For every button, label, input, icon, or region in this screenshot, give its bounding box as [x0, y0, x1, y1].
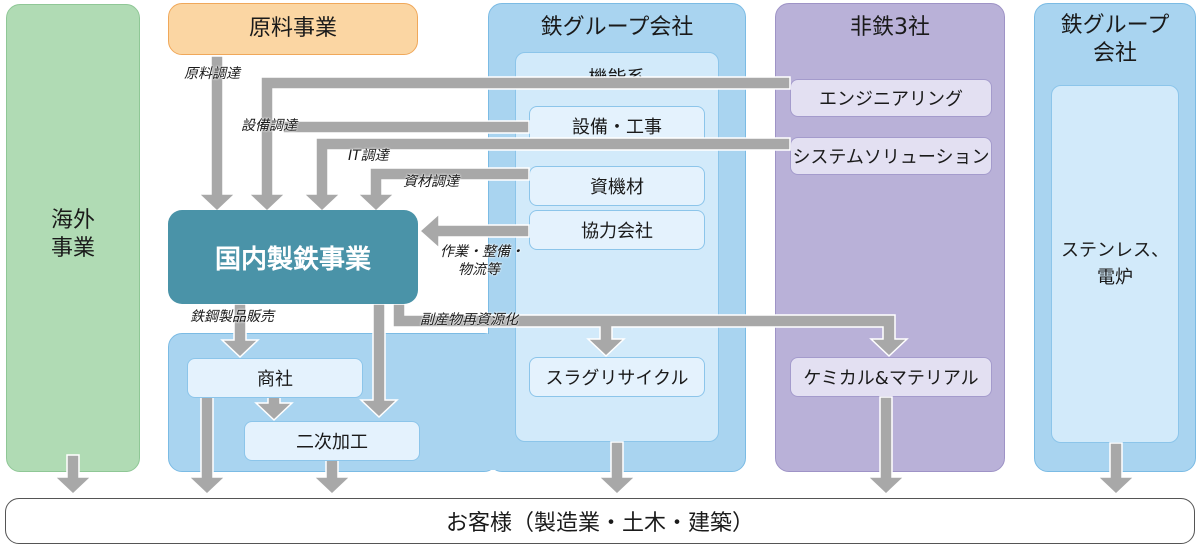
partners-box[interactable]: 協力会社 — [529, 210, 705, 250]
customer-bar[interactable]: お客様（製造業・土木・建築） — [5, 498, 1195, 544]
trading-box[interactable]: 商社 — [187, 358, 363, 398]
iron-group-right-title: 鉄グループ 会社 — [1060, 13, 1170, 66]
label-byproduct: 副産物再資源化 — [420, 312, 518, 328]
raw-materials-panel: 原料事業 — [168, 3, 418, 55]
iron-group-title: 鉄グループ会社 — [540, 15, 694, 40]
arrow-secondary-customer — [312, 458, 352, 496]
arrow-stainless-customer — [1096, 442, 1136, 496]
raw-materials-title: 原料事業 — [248, 16, 337, 42]
label-it-procurement: IT調達 — [348, 148, 389, 164]
stainless-label: ステンレス、 電炉 — [1061, 240, 1169, 288]
label-work: 作業・整備・ — [440, 244, 524, 260]
slag-recycle-box[interactable]: スラグリサイクル — [529, 357, 705, 397]
arrow-trading-customer — [187, 396, 227, 496]
arrow-work — [418, 212, 530, 250]
nonferrous-title: 非鉄3社 — [850, 15, 930, 40]
overseas-panel: 海外 事業 — [6, 4, 140, 472]
arrow-slag-customer — [597, 441, 637, 496]
arrow-trading-secondary — [254, 396, 294, 422]
system-solution-box[interactable]: システムソリューション — [790, 137, 992, 175]
engineering-box[interactable]: エンジニアリング — [790, 79, 992, 117]
arrow-equipment — [282, 120, 530, 134]
panel-merge — [480, 334, 500, 470]
label-equipment-procurement: 設備調達 — [241, 118, 297, 134]
stainless-box[interactable]: ステンレス、 電炉 — [1051, 85, 1179, 443]
arrow-it-procurement — [302, 137, 791, 213]
arrow-engineering — [247, 76, 791, 213]
arrow-material-procurement — [356, 167, 530, 213]
arrow-raw-procurement — [197, 55, 237, 213]
materials-box[interactable]: 資機材 — [529, 166, 705, 206]
label-raw-procurement: 原料調達 — [184, 66, 240, 82]
domestic-steel-box[interactable]: 国内製鉄事業 — [168, 210, 418, 304]
arrow-byproduct — [392, 303, 909, 358]
secondary-processing-box[interactable]: 二次加工 — [244, 421, 420, 461]
label-work-2: 物流等 — [458, 262, 500, 278]
label-material-procurement: 資材調達 — [403, 174, 459, 190]
overseas-title: 海外 事業 — [50, 208, 95, 261]
arrow-steel-sales — [220, 303, 260, 359]
arrow-overseas-customer — [53, 454, 93, 496]
label-steel-sales: 鉄鋼製品販売 — [190, 309, 274, 325]
arrow-chemical-customer — [866, 396, 906, 496]
arrow-to-secondary — [359, 303, 399, 419]
